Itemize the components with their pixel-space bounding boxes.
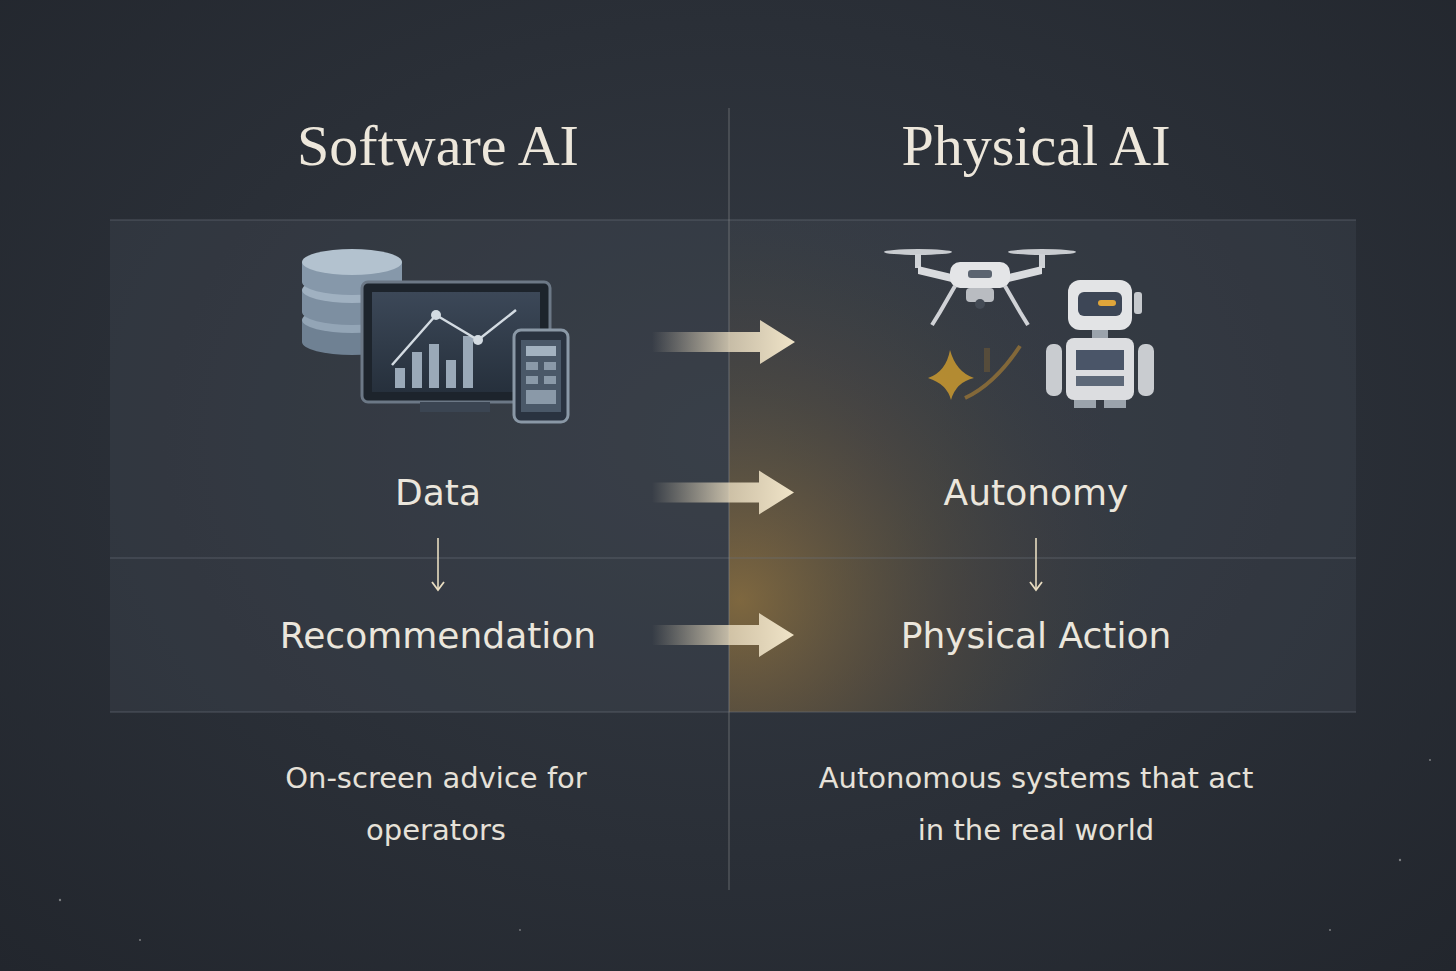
column-caption: Autonomous systems that act in the real … xyxy=(806,752,1266,856)
motion-mark xyxy=(928,346,1020,400)
stage-cell: Data xyxy=(230,455,646,530)
stage-label: Recommendation xyxy=(280,615,596,656)
phone-icon xyxy=(514,330,568,422)
flow-arrow xyxy=(432,538,444,590)
stage-label: Physical Action xyxy=(901,615,1172,656)
transition-arrow xyxy=(652,320,795,364)
column-heading: Software AI xyxy=(297,112,579,179)
drone-icon xyxy=(884,249,1076,325)
stage-cell: Recommendation xyxy=(230,598,646,672)
stage-label: Autonomy xyxy=(944,472,1129,513)
stage-label: Data xyxy=(395,472,481,513)
column-caption: On-screen advice for operators xyxy=(276,752,596,856)
column-heading: Physical AI xyxy=(901,112,1170,179)
robot-icon xyxy=(1046,280,1154,408)
flow-arrow xyxy=(1030,538,1042,590)
stage-cell: Autonomy xyxy=(800,455,1272,530)
flow-arrow xyxy=(652,471,794,515)
stage-cell: Physical Action xyxy=(800,598,1272,672)
flow-arrow xyxy=(652,613,794,657)
